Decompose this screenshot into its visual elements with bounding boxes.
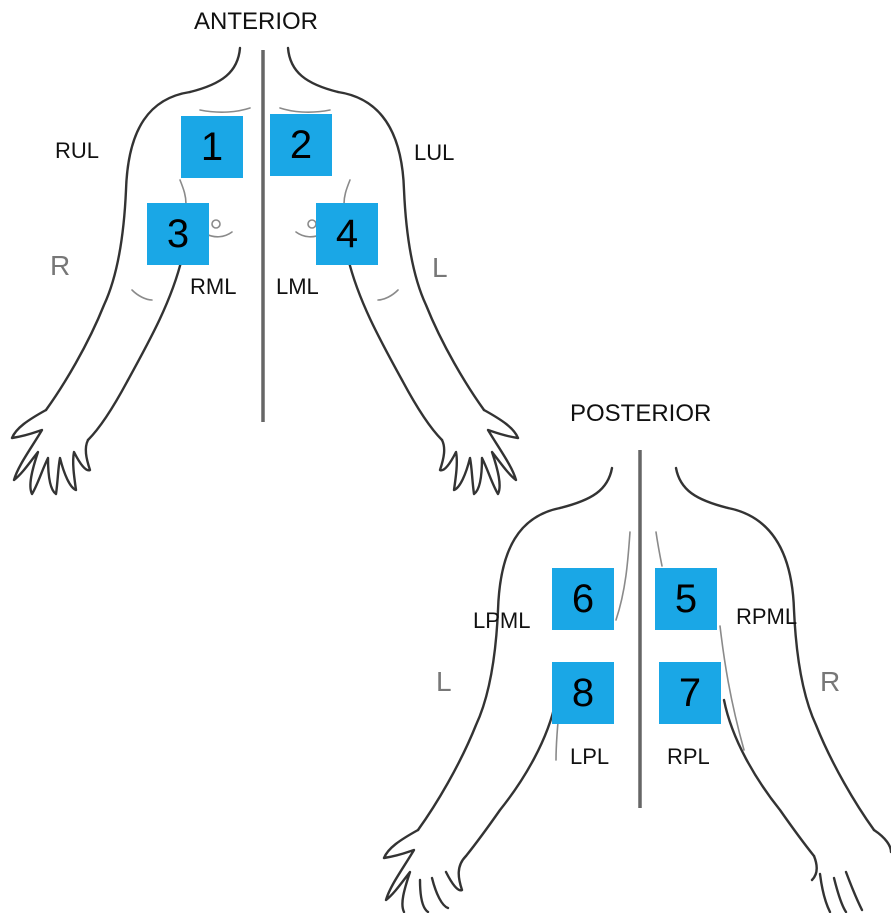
- zone-8-box: 8: [552, 662, 614, 724]
- lobe-label-lml: LML: [276, 274, 319, 300]
- zone-3-box: 3: [147, 203, 209, 265]
- zone-1-box: 1: [181, 116, 243, 178]
- anterior-title: ANTERIOR: [194, 8, 318, 36]
- zone-2-box: 2: [270, 114, 332, 176]
- zone-4-box: 4: [316, 203, 378, 265]
- posterior-right-side-marker: R: [820, 666, 840, 698]
- posterior-left-side-marker: L: [436, 666, 452, 698]
- anterior-left-side-marker: L: [432, 252, 448, 284]
- posterior-title: POSTERIOR: [570, 400, 711, 428]
- lobe-label-rpml: RPML: [736, 604, 797, 630]
- lobe-label-lul: LUL: [414, 140, 454, 166]
- posterior-body-figure: [384, 450, 891, 912]
- lobe-label-lpml: LPML: [473, 608, 530, 634]
- lobe-label-rpl: RPL: [667, 744, 710, 770]
- zone-6-box: 6: [552, 568, 614, 630]
- zone-7-box: 7: [659, 662, 721, 724]
- lobe-label-rul: RUL: [55, 138, 99, 164]
- lobe-label-rml: RML: [190, 274, 236, 300]
- zone-5-box: 5: [655, 568, 717, 630]
- lobe-label-lpl: LPL: [570, 744, 609, 770]
- anterior-right-side-marker: R: [50, 250, 70, 282]
